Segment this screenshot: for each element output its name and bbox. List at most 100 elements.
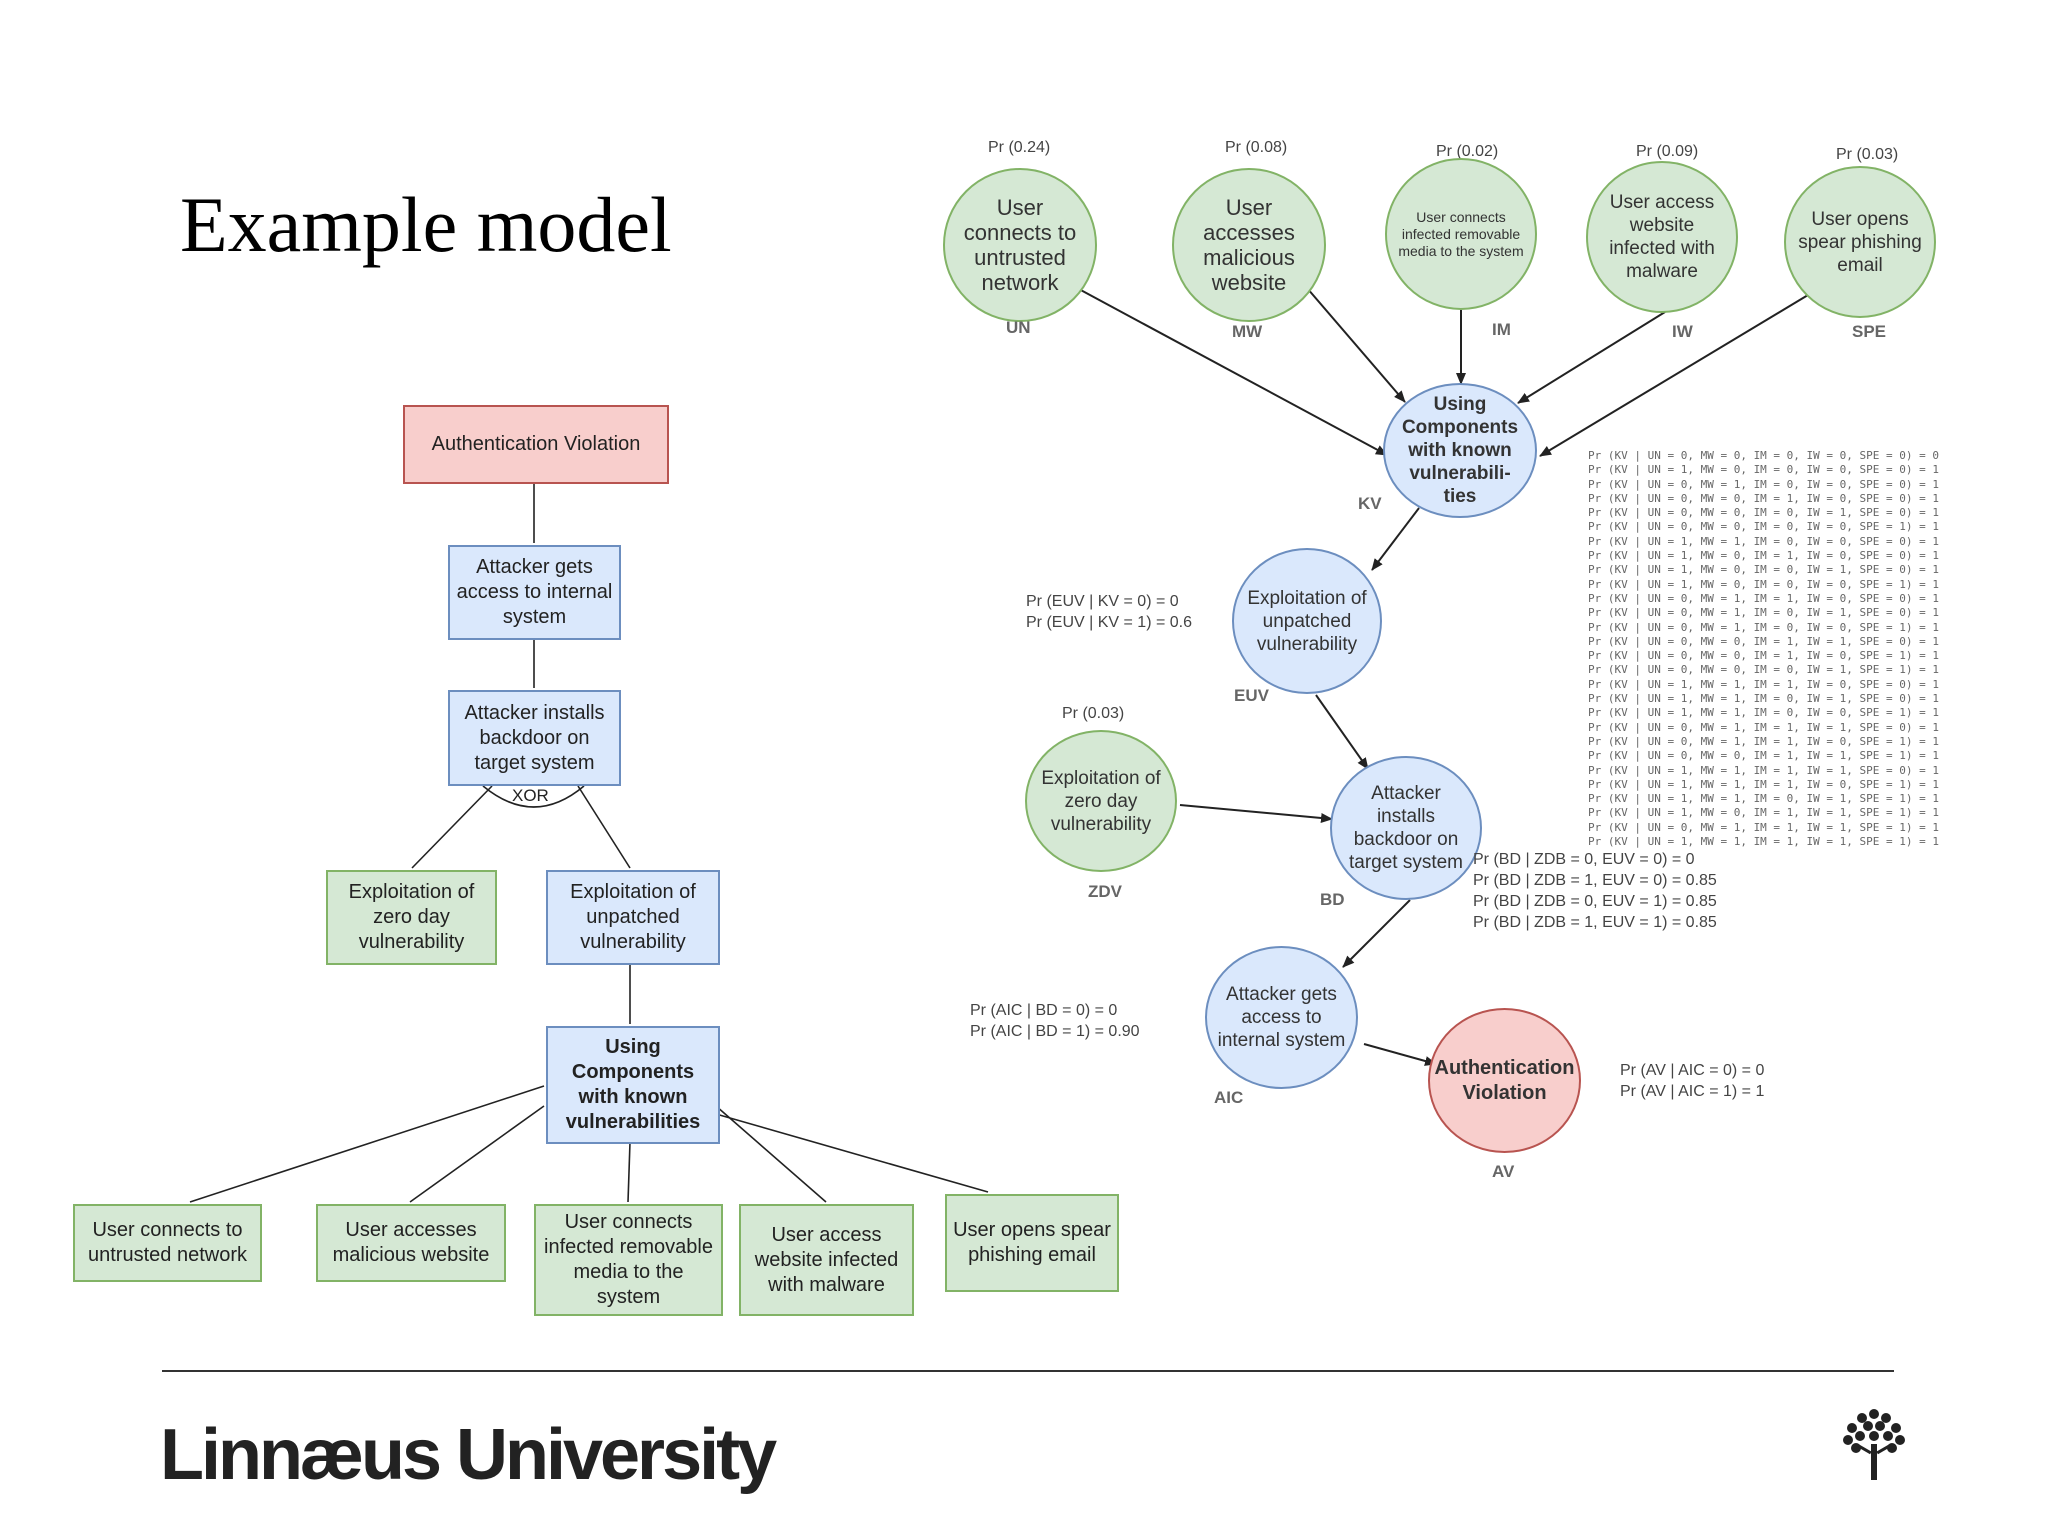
bn-zdv-prior: Pr (0.03) xyxy=(1062,705,1125,722)
bn-kv-cpt-row: Pr (KV | UN = 0, MW = 0, IM = 0, IW = 1,… xyxy=(1588,506,1939,520)
bn-kv-cpt-row: Pr (KV | UN = 1, MW = 0, IM = 1, IW = 1,… xyxy=(1588,806,1939,820)
bn-mw-prior: Pr (0.08) xyxy=(1225,139,1288,156)
bn-kv-cpt-row: Pr (KV | UN = 0, MW = 1, IM = 1, IW = 1,… xyxy=(1588,720,1939,734)
bn-node-bd-label: Attacker installs backdoor on target sys… xyxy=(1348,783,1464,873)
bn-spe-abbr: SPE xyxy=(1852,322,1887,341)
bn-kv-abbr: KV xyxy=(1358,494,1382,513)
bn-kv-cpt-row: Pr (KV | UN = 1, MW = 0, IM = 1, IW = 0,… xyxy=(1588,549,1939,563)
bn-node-aic-label: Attacker gets access to internal system xyxy=(1217,984,1346,1051)
bn-bd-abbr: BD xyxy=(1320,890,1345,909)
bn-euv-abbr: EUV xyxy=(1234,686,1269,705)
ft-known-vulnerabilities: Using Components with known vulnerabilit… xyxy=(546,1026,720,1144)
bn-kv-cpt-row: Pr (KV | UN = 1, MW = 1, IM = 0, IW = 1,… xyxy=(1588,792,1939,806)
ft-leaf-malicious-website: User accesses malicious website xyxy=(316,1204,506,1282)
xor-gate-label: XOR xyxy=(512,786,549,805)
bn-edge-bd-aic xyxy=(1342,899,1411,968)
bn-bd-cpt-row: Pr (BD | ZDB = 0, EUV = 1) = 0.85 xyxy=(1473,893,1717,910)
bn-bd-cpt-row: Pr (BD | ZDB = 0, EUV = 0) = 0 xyxy=(1473,851,1695,868)
ft-edge-known-leaf-1 xyxy=(189,1085,545,1203)
bn-edge-euv-bd xyxy=(1315,694,1369,770)
bn-kv-cpt-row: Pr (KV | UN = 0, MW = 0, IM = 0, IW = 1,… xyxy=(1588,663,1939,677)
bn-node-aic: Attacker gets access to internal system xyxy=(1205,946,1358,1089)
ft-leaf-infected-website: User access website infected with malwar… xyxy=(739,1204,914,1316)
ft-edge-known-leaf-5 xyxy=(715,1113,989,1193)
ft-leaf-untrusted-network: User connects to untrusted network xyxy=(73,1204,262,1282)
bn-node-mw-label: User accesses malicious website xyxy=(1203,195,1295,295)
bn-node-mw: User accesses malicious website xyxy=(1172,168,1326,322)
ft-attacker-access-label: Attacker gets access to internal system xyxy=(456,556,613,628)
bn-iw-prior: Pr (0.09) xyxy=(1636,143,1699,160)
bn-node-euv: Exploitation of unpatched vulnerability xyxy=(1232,548,1382,694)
bn-kv-cpt-row: Pr (KV | UN = 0, MW = 0, IM = 0, IW = 0,… xyxy=(1588,520,1939,534)
bn-kv-cpt-row: Pr (KV | UN = 1, MW = 0, IM = 0, IW = 1,… xyxy=(1588,563,1939,577)
ft-leaf-spear-phishing-label: User opens spear phishing email xyxy=(953,1219,1111,1266)
bn-edge-spe-kv xyxy=(1539,291,1814,457)
ft-edge-xor-unpatched xyxy=(577,785,631,869)
ft-edge-known-leaf-4 xyxy=(715,1105,827,1203)
bn-bd-cpt-row: Pr (BD | ZDB = 1, EUV = 0) = 0.85 xyxy=(1473,872,1717,889)
bn-kv-cpt-row: Pr (KV | UN = 1, MW = 1, IM = 0, IW = 0,… xyxy=(1588,534,1939,548)
bn-kv-cpt-row: Pr (KV | UN = 0, MW = 1, IM = 1, IW = 0,… xyxy=(1588,734,1939,748)
bn-edge-zdv-bd xyxy=(1179,804,1333,823)
bn-aic-cpt: Pr (AIC | BD = 0) = 0 Pr (AIC | BD = 1) … xyxy=(970,1000,1140,1042)
bn-kv-cpt-row: Pr (KV | UN = 1, MW = 1, IM = 1, IW = 0,… xyxy=(1588,777,1939,791)
ft-known-vulnerabilities-label: Using Components with known vulnerabilit… xyxy=(565,1036,701,1133)
bn-node-un-label: User connects to untrusted network xyxy=(963,195,1077,295)
ft-unpatched-label: Exploitation of unpatched vulnerability xyxy=(570,881,696,953)
bn-im-abbr: IM xyxy=(1492,320,1511,339)
tree-logo-icon xyxy=(1843,1409,1905,1480)
bn-iw-abbr: IW xyxy=(1672,322,1693,341)
bn-node-spe-label: User opens spear phishing email xyxy=(1798,208,1922,276)
bn-aic-cpt-row: Pr (AIC | BD = 1) = 0.90 xyxy=(970,1023,1140,1040)
bn-kv-cpt-row: Pr (KV | UN = 1, MW = 0, IM = 0, IW = 0,… xyxy=(1588,577,1939,591)
bn-un-prior: Pr (0.24) xyxy=(988,139,1051,156)
ft-leaf-malicious-website-label: User accesses malicious website xyxy=(332,1219,490,1266)
ft-authentication-violation-label: Authentication Violation xyxy=(431,433,641,455)
ft-zero-day: Exploitation of zero day vulnerability xyxy=(326,870,497,965)
bn-bd-cpt: Pr (BD | ZDB = 0, EUV = 0) = 0 Pr (BD | … xyxy=(1473,849,1717,933)
bn-kv-cpt-row: Pr (KV | UN = 0, MW = 1, IM = 1, IW = 0,… xyxy=(1588,591,1939,605)
bn-euv-cpt-row: Pr (EUV | KV = 0) = 0 xyxy=(1026,593,1179,610)
bn-node-iw: User access website infected with malwar… xyxy=(1586,161,1738,313)
bn-kv-cpt-row: Pr (KV | UN = 1, MW = 1, IM = 1, IW = 0,… xyxy=(1588,677,1939,691)
bn-node-av: Authentication Violation xyxy=(1428,1008,1581,1153)
fault-tree-connectors xyxy=(189,482,989,1203)
bn-kv-cpt-row: Pr (KV | UN = 1, MW = 1, IM = 0, IW = 0,… xyxy=(1588,706,1939,720)
ft-edge-xor-zero-day xyxy=(411,785,493,869)
bn-kv-cpt-row: Pr (KV | UN = 1, MW = 1, IM = 1, IW = 1,… xyxy=(1588,763,1939,777)
bn-aic-abbr: AIC xyxy=(1214,1088,1244,1107)
bn-edge-kv-euv xyxy=(1371,507,1420,571)
bn-kv-cpt: Pr (KV | UN = 0, MW = 0, IM = 0, IW = 0,… xyxy=(1588,449,1939,849)
bn-node-iw-label: User access website infected with malwar… xyxy=(1609,192,1715,282)
bn-node-av-label: Authentication Violation xyxy=(1434,1056,1575,1104)
ft-edge-known-leaf-3 xyxy=(627,1141,631,1203)
bn-av-abbr: AV xyxy=(1492,1162,1515,1181)
slide-title: Example model xyxy=(180,181,672,268)
bn-im-prior: Pr (0.02) xyxy=(1436,143,1499,160)
bn-euv-cpt: Pr (EUV | KV = 0) = 0 Pr (EUV | KV = 1) … xyxy=(1026,591,1192,633)
bn-bd-cpt-row: Pr (BD | ZDB = 1, EUV = 1) = 0.85 xyxy=(1473,914,1717,931)
bn-av-cpt: Pr (AV | AIC = 0) = 0 Pr (AV | AIC = 1) … xyxy=(1620,1060,1764,1102)
ft-leaf-spear-phishing: User opens spear phishing email xyxy=(945,1194,1119,1292)
ft-leaf-untrusted-network-label: User connects to untrusted network xyxy=(88,1219,247,1266)
bn-node-bd: Attacker installs backdoor on target sys… xyxy=(1330,756,1482,900)
bn-edge-aic-av xyxy=(1363,1043,1437,1066)
bn-node-zdv-label: Exploitation of zero day vulnerability xyxy=(1041,767,1161,835)
bn-node-kv: Using Components with known vulnerabili-… xyxy=(1383,383,1537,518)
bn-kv-cpt-row: Pr (KV | UN = 0, MW = 1, IM = 0, IW = 0,… xyxy=(1588,620,1939,634)
bn-kv-cpt-row: Pr (KV | UN = 0, MW = 1, IM = 0, IW = 0,… xyxy=(1588,477,1939,491)
bn-kv-cpt-row: Pr (KV | UN = 1, MW = 0, IM = 0, IW = 0,… xyxy=(1588,463,1939,477)
ft-authentication-violation: Authentication Violation xyxy=(403,405,669,484)
ft-attacker-backdoor-label: Attacker installs backdoor on target sys… xyxy=(464,701,605,774)
bn-kv-cpt-row: Pr (KV | UN = 1, MW = 1, IM = 0, IW = 1,… xyxy=(1588,692,1939,706)
university-wordmark: Linnæus University xyxy=(160,1415,777,1495)
bn-kv-cpt-row: Pr (KV | UN = 0, MW = 1, IM = 1, IW = 1,… xyxy=(1588,820,1939,834)
bn-node-euv-label: Exploitation of unpatched vulnerability xyxy=(1247,587,1367,655)
ft-leaf-infected-website-label: User access website infected with malwar… xyxy=(754,1223,899,1296)
bn-node-im: User connects infected removable media t… xyxy=(1385,158,1537,310)
bn-zdv-abbr: ZDV xyxy=(1088,882,1122,901)
ft-attacker-access: Attacker gets access to internal system xyxy=(448,545,621,640)
bn-av-cpt-row: Pr (AV | AIC = 1) = 1 xyxy=(1620,1083,1765,1100)
bn-node-im-label: User connects infected removable media t… xyxy=(1398,208,1524,259)
bn-kv-cpt-row: Pr (KV | UN = 0, MW = 0, IM = 1, IW = 1,… xyxy=(1588,749,1939,763)
